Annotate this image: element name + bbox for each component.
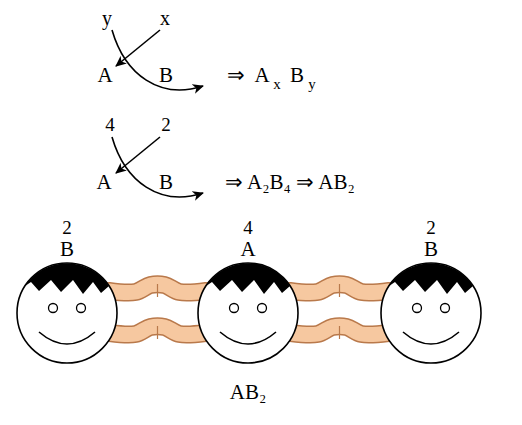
hair: [389, 263, 473, 294]
cross-arrow: [116, 30, 160, 66]
element-symbol: B: [290, 64, 304, 87]
cross-curve-arrow: [112, 137, 203, 197]
valence-number: 2: [379, 218, 483, 238]
head-outline: [381, 263, 481, 363]
valence-number: 4: [196, 218, 300, 238]
smile: [220, 332, 276, 344]
clasped-arm: [290, 284, 389, 297]
valence-number: 4: [105, 115, 115, 136]
eye: [230, 304, 239, 313]
hair: [25, 263, 109, 294]
hair: [206, 263, 290, 294]
clasped-arm: [291, 326, 388, 339]
element-symbol: A: [96, 171, 111, 194]
cross-arrow: [116, 137, 160, 173]
criss-cross-general: [112, 30, 203, 90]
element-symbol: B: [159, 171, 173, 194]
valence-number: 2: [15, 218, 119, 238]
element-symbol: B: [15, 238, 119, 260]
valence-letter: x: [160, 7, 170, 29]
element-symbol: B: [379, 238, 483, 260]
hand-clasp: [157, 326, 158, 339]
element-symbol: A: [254, 64, 269, 87]
subscript: x: [273, 76, 281, 93]
head-outline: [198, 263, 298, 363]
face-head: 4A: [196, 218, 300, 366]
valence-number: 2: [161, 115, 171, 136]
element-symbol: A: [196, 238, 300, 260]
clasped-arm: [109, 284, 206, 297]
eye: [441, 304, 450, 313]
face-head: 2B: [379, 218, 483, 366]
formula: ⇒ A₂B₄ ⇒ AB₂: [225, 171, 355, 194]
eye: [49, 304, 58, 313]
smile: [39, 332, 95, 344]
hand-clasp: [157, 284, 158, 297]
face-head: 2B: [15, 218, 119, 366]
criss-cross-example: [112, 137, 203, 197]
clasped-arm: [110, 326, 205, 339]
cross-curve-arrow: [112, 30, 203, 90]
smile: [403, 332, 459, 344]
hand-clasp: [339, 284, 340, 297]
head-outline: [17, 263, 117, 363]
element-symbol: A: [97, 64, 112, 87]
implies-arrow: ⇒: [227, 64, 245, 87]
eye: [258, 304, 267, 313]
subscript: y: [308, 76, 316, 93]
valence-letter: y: [102, 7, 112, 29]
formula: AB₂: [230, 381, 267, 404]
hand-clasp: [339, 326, 340, 339]
element-symbol: B: [159, 64, 173, 87]
eye: [77, 304, 86, 313]
eye: [413, 304, 422, 313]
